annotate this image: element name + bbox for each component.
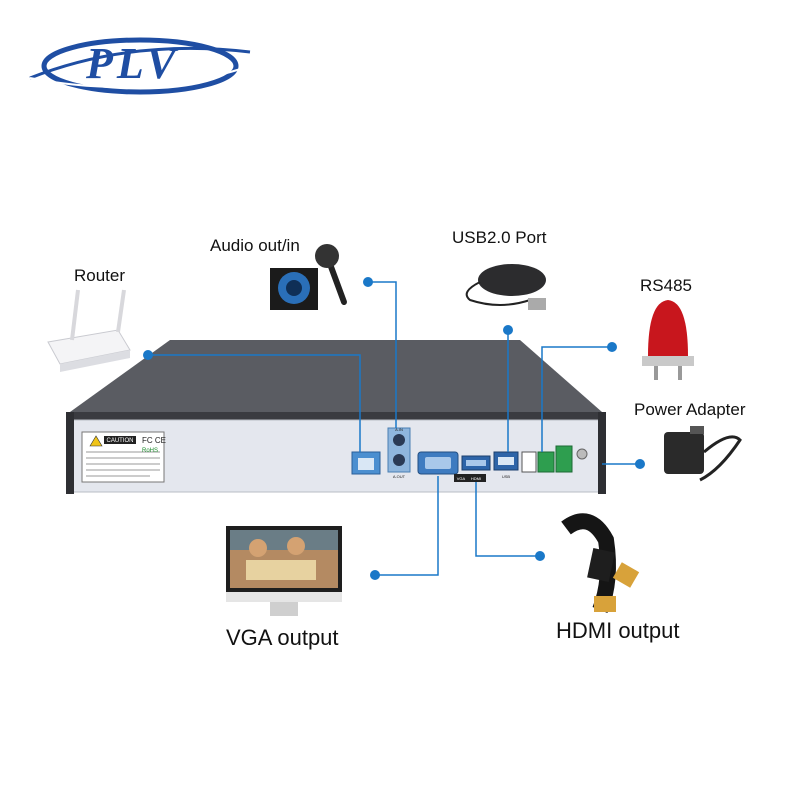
microphone-device	[315, 244, 347, 305]
caution-text: CAUTION	[107, 438, 134, 444]
usb-port[interactable]	[493, 451, 519, 471]
usb-label: USB2.0 Port	[452, 228, 547, 247]
router-device	[47, 289, 131, 372]
fc-ce-text: FC CE	[142, 436, 166, 445]
brand-logo: PLV	[22, 30, 252, 100]
rohs-text: RoHS	[142, 448, 158, 454]
monitor-device	[226, 526, 342, 616]
mouse-device	[465, 264, 546, 310]
power-adapter-device	[664, 426, 742, 482]
rs485-port[interactable]	[521, 451, 555, 473]
usb-port-text: USB	[502, 474, 511, 479]
audio-label: Audio out/in	[210, 236, 300, 255]
lan-port[interactable]	[351, 451, 381, 475]
hdmi-cable-device	[561, 513, 640, 613]
siren-device	[642, 300, 694, 380]
connector-lines	[148, 281, 640, 576]
caution-sticker	[81, 431, 165, 483]
speaker-device	[270, 268, 318, 310]
vga-port-text: VGA	[457, 476, 466, 481]
connector-dots	[143, 277, 645, 580]
vga-label: VGA output	[226, 625, 339, 650]
power-adapter-label: Power Adapter	[634, 400, 746, 419]
hdmi-port-text: HDMI	[471, 476, 481, 481]
audio-out-text: A.OUT	[393, 474, 406, 479]
hdmi-port[interactable]	[461, 455, 491, 482]
power-port[interactable]	[555, 445, 588, 473]
router-label: Router	[74, 266, 126, 285]
rs485-label: RS485	[640, 276, 692, 295]
vga-port[interactable]	[417, 451, 468, 482]
audio-in-text: A.IN	[395, 427, 403, 432]
hdmi-label: HDMI output	[556, 618, 680, 643]
audio-ports[interactable]	[387, 427, 411, 473]
logo-text: PLV	[86, 39, 180, 88]
